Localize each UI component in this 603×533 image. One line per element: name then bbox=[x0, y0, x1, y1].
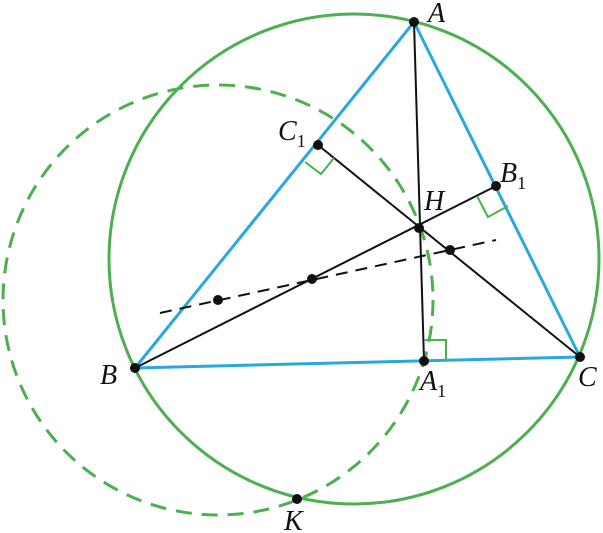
point-a bbox=[409, 17, 419, 27]
point-dash-3 bbox=[445, 245, 455, 255]
right-angle-a1 bbox=[424, 339, 447, 360]
label-b1-letter: B bbox=[500, 158, 517, 189]
label-h: H bbox=[423, 186, 446, 217]
label-k: K bbox=[283, 506, 304, 533]
point-b bbox=[130, 363, 140, 373]
circumcircle bbox=[107, 12, 601, 506]
label-a1: A1 bbox=[418, 366, 446, 401]
side-ab bbox=[133, 21, 416, 369]
point-c1 bbox=[313, 140, 323, 150]
dashed-line bbox=[159, 239, 497, 314]
point-a1 bbox=[419, 356, 429, 366]
label-c1-subscript: 1 bbox=[297, 131, 306, 151]
label-a: A bbox=[426, 0, 446, 29]
side-bc bbox=[134, 355, 581, 370]
dashed-circle bbox=[1, 83, 435, 517]
right-angle-b1 bbox=[476, 195, 509, 219]
point-b1 bbox=[491, 181, 501, 191]
label-c1: C1 bbox=[278, 116, 306, 151]
altitude-a bbox=[413, 21, 425, 362]
label-a1-letter: A bbox=[418, 366, 438, 397]
label-b1: B1 bbox=[500, 158, 526, 193]
label-a1-subscript: 1 bbox=[437, 381, 446, 401]
point-c bbox=[575, 352, 585, 362]
point-dash-2 bbox=[307, 274, 317, 284]
label-c1-letter: C bbox=[278, 116, 297, 147]
label-b: B bbox=[100, 360, 117, 391]
point-h bbox=[414, 223, 424, 233]
label-c: C bbox=[578, 362, 597, 393]
point-dash-1 bbox=[213, 295, 223, 305]
point-k bbox=[292, 494, 302, 504]
label-b1-subscript: 1 bbox=[517, 173, 526, 193]
right-angle-c1 bbox=[304, 157, 335, 176]
